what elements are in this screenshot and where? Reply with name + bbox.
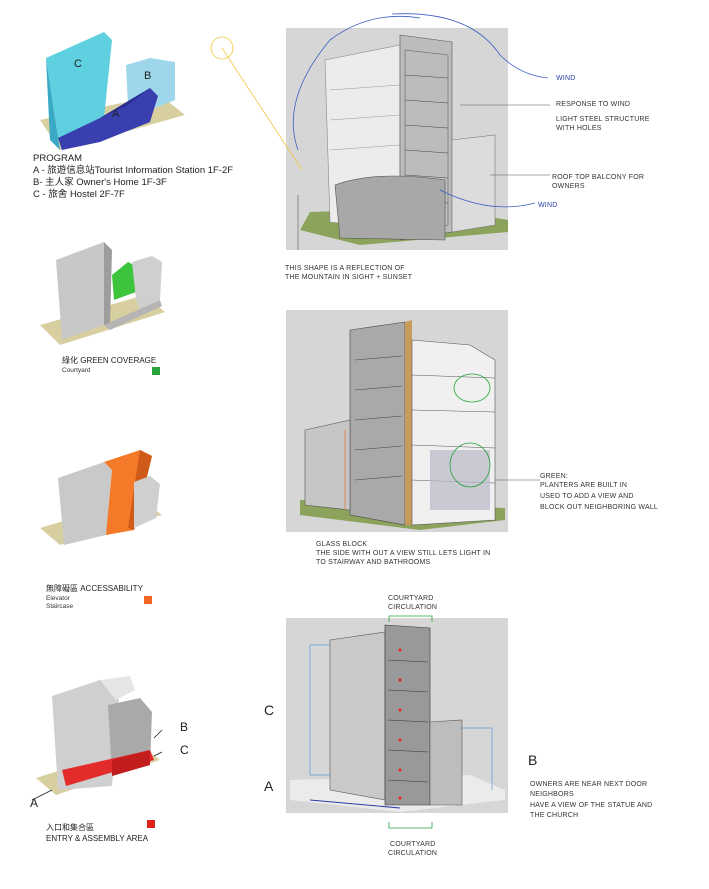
access-sub-staircase: Staircase xyxy=(46,603,74,610)
block-letter-a: A xyxy=(112,108,120,120)
program-line-b: B- 主人家 Owner's Home 1F-3F xyxy=(33,177,167,188)
access-swatch xyxy=(144,596,152,604)
entry-letter-c: C xyxy=(180,743,189,757)
entry-massing xyxy=(31,676,163,801)
courtyard-top-label-1: COURTYARD xyxy=(388,595,434,602)
panel-1-building xyxy=(300,34,508,245)
green-massing xyxy=(40,242,165,345)
block-letter-b: B xyxy=(144,70,152,82)
panel3-letter-b: B xyxy=(528,752,538,768)
owners-label-2: NEIGHBORS xyxy=(530,791,574,798)
wind-label-top: WIND xyxy=(556,75,576,82)
green-swatch xyxy=(152,367,160,375)
program-line-a: A - 旅遊信息站Tourist Information Station 1F-… xyxy=(33,165,234,176)
wind-label-bottom: WIND xyxy=(538,202,558,209)
green-planters-label-1: GREEN: xyxy=(540,473,569,480)
glass-block-label-1: GLASS BLOCK xyxy=(316,541,368,548)
entry-letter-a: A xyxy=(30,796,39,810)
courtyard-bottom-label-1: COURTYARD xyxy=(390,841,436,848)
access-sub-elevator: Elevator xyxy=(46,595,70,602)
panel3-letter-a: A xyxy=(264,778,274,794)
entry-letter-b: B xyxy=(180,720,189,734)
access-title: 無障礙區 ACCESSABILITY xyxy=(46,584,143,593)
shape-reflection-label-2: THE MOUNTAIN IN SIGHT + SUNSET xyxy=(285,274,413,281)
entry-title-cn: 入口和集合區 xyxy=(46,823,94,832)
courtyard-top-label-2: CIRCULATION xyxy=(388,604,438,611)
entry-title-en: ENTRY & ASSEMBLY AREA xyxy=(46,834,149,843)
panel-3-building xyxy=(290,624,505,812)
steel-structure-label-2: WITH HOLES xyxy=(556,125,602,132)
glass-block-label-3: TO STAIRWAY AND BATHROOMS xyxy=(316,559,431,566)
roof-balcony-label-1: ROOF TOP BALCONY FOR xyxy=(552,174,645,181)
glass-block-label-2: THE SIDE WITH OUT A VIEW STILL LETS LIGH… xyxy=(316,550,491,557)
program-title: PROGRAM xyxy=(33,153,83,164)
green-sub: Courtyard xyxy=(62,367,91,374)
steel-structure-label-1: LIGHT STEEL STRUCTURE xyxy=(556,116,650,123)
block-letter-c: C xyxy=(74,58,82,70)
owners-label-4: THE CHURCH xyxy=(530,812,579,819)
roof-balcony-label-2: OWNERS xyxy=(552,183,585,190)
owners-label-1: OWNERS ARE NEAR NEXT DOOR xyxy=(530,781,648,788)
owners-label-3: HAVE A VIEW OF THE STATUE AND xyxy=(530,802,653,809)
program-legend: PROGRAM A - 旅遊信息站Tourist Information Sta… xyxy=(33,153,233,201)
program-line-c: C - 旅舍 Hostel 2F-7F xyxy=(33,189,125,200)
response-wind-label: RESPONSE TO WIND xyxy=(556,101,631,108)
panel3-letter-c: C xyxy=(264,702,275,718)
panel-2-building xyxy=(300,320,505,530)
access-massing xyxy=(40,450,162,545)
green-planters-label-3: USED TO ADD A VIEW AND xyxy=(540,493,634,500)
program-massing xyxy=(40,32,185,150)
entry-swatch xyxy=(147,820,155,828)
courtyard-bottom-label-2: CIRCULATION xyxy=(388,850,438,857)
shape-reflection-label-1: THIS SHAPE IS A REFLECTION OF xyxy=(285,265,405,272)
green-title: 綠化 GREEN COVERAGE xyxy=(62,356,157,365)
green-planters-label-4: BLOCK OUT NEIGHBORING WALL xyxy=(540,504,658,511)
green-planters-label-2: PLANTERS ARE BUILT IN xyxy=(540,482,628,489)
